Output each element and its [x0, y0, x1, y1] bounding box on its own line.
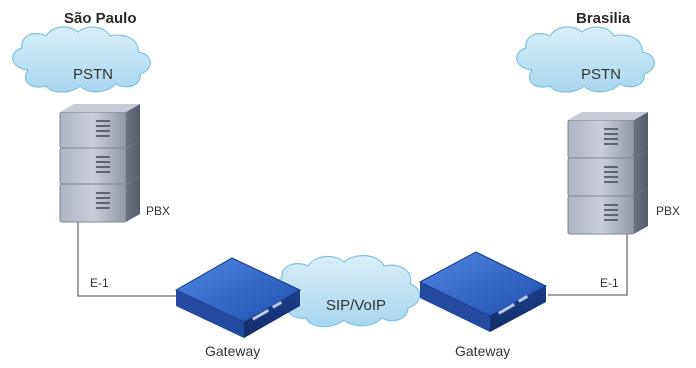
right-city-label: Brasilia: [576, 10, 631, 27]
left-e1-label: E-1: [90, 276, 109, 290]
sip-voip-cloud: [273, 255, 421, 328]
right-e1-link: [548, 233, 628, 296]
left-gateway-label: Gateway: [205, 343, 261, 359]
right-pstn-label: PSTN: [581, 66, 622, 83]
left-city-label: São Paulo: [64, 10, 137, 27]
left-e1-link: [77, 222, 182, 297]
left-pstn-cloud: [12, 26, 151, 93]
left-pbx-label: PBX: [146, 204, 171, 218]
right-pbx-label: PBX: [656, 204, 681, 218]
right-pstn-cloud: [516, 26, 655, 93]
left-pstn-label: PSTN: [73, 66, 114, 83]
left-gateway-device: [174, 257, 302, 338]
left-pbx-server-stack: [59, 104, 140, 223]
right-gateway-label: Gateway: [455, 343, 511, 359]
right-gateway-device: [418, 251, 548, 332]
right-e1-label: E-1: [600, 276, 619, 290]
sip-voip-label: SIP/VoIP: [326, 297, 387, 314]
right-pbx-server-stack: [567, 112, 648, 235]
connection-lines: [77, 222, 628, 297]
